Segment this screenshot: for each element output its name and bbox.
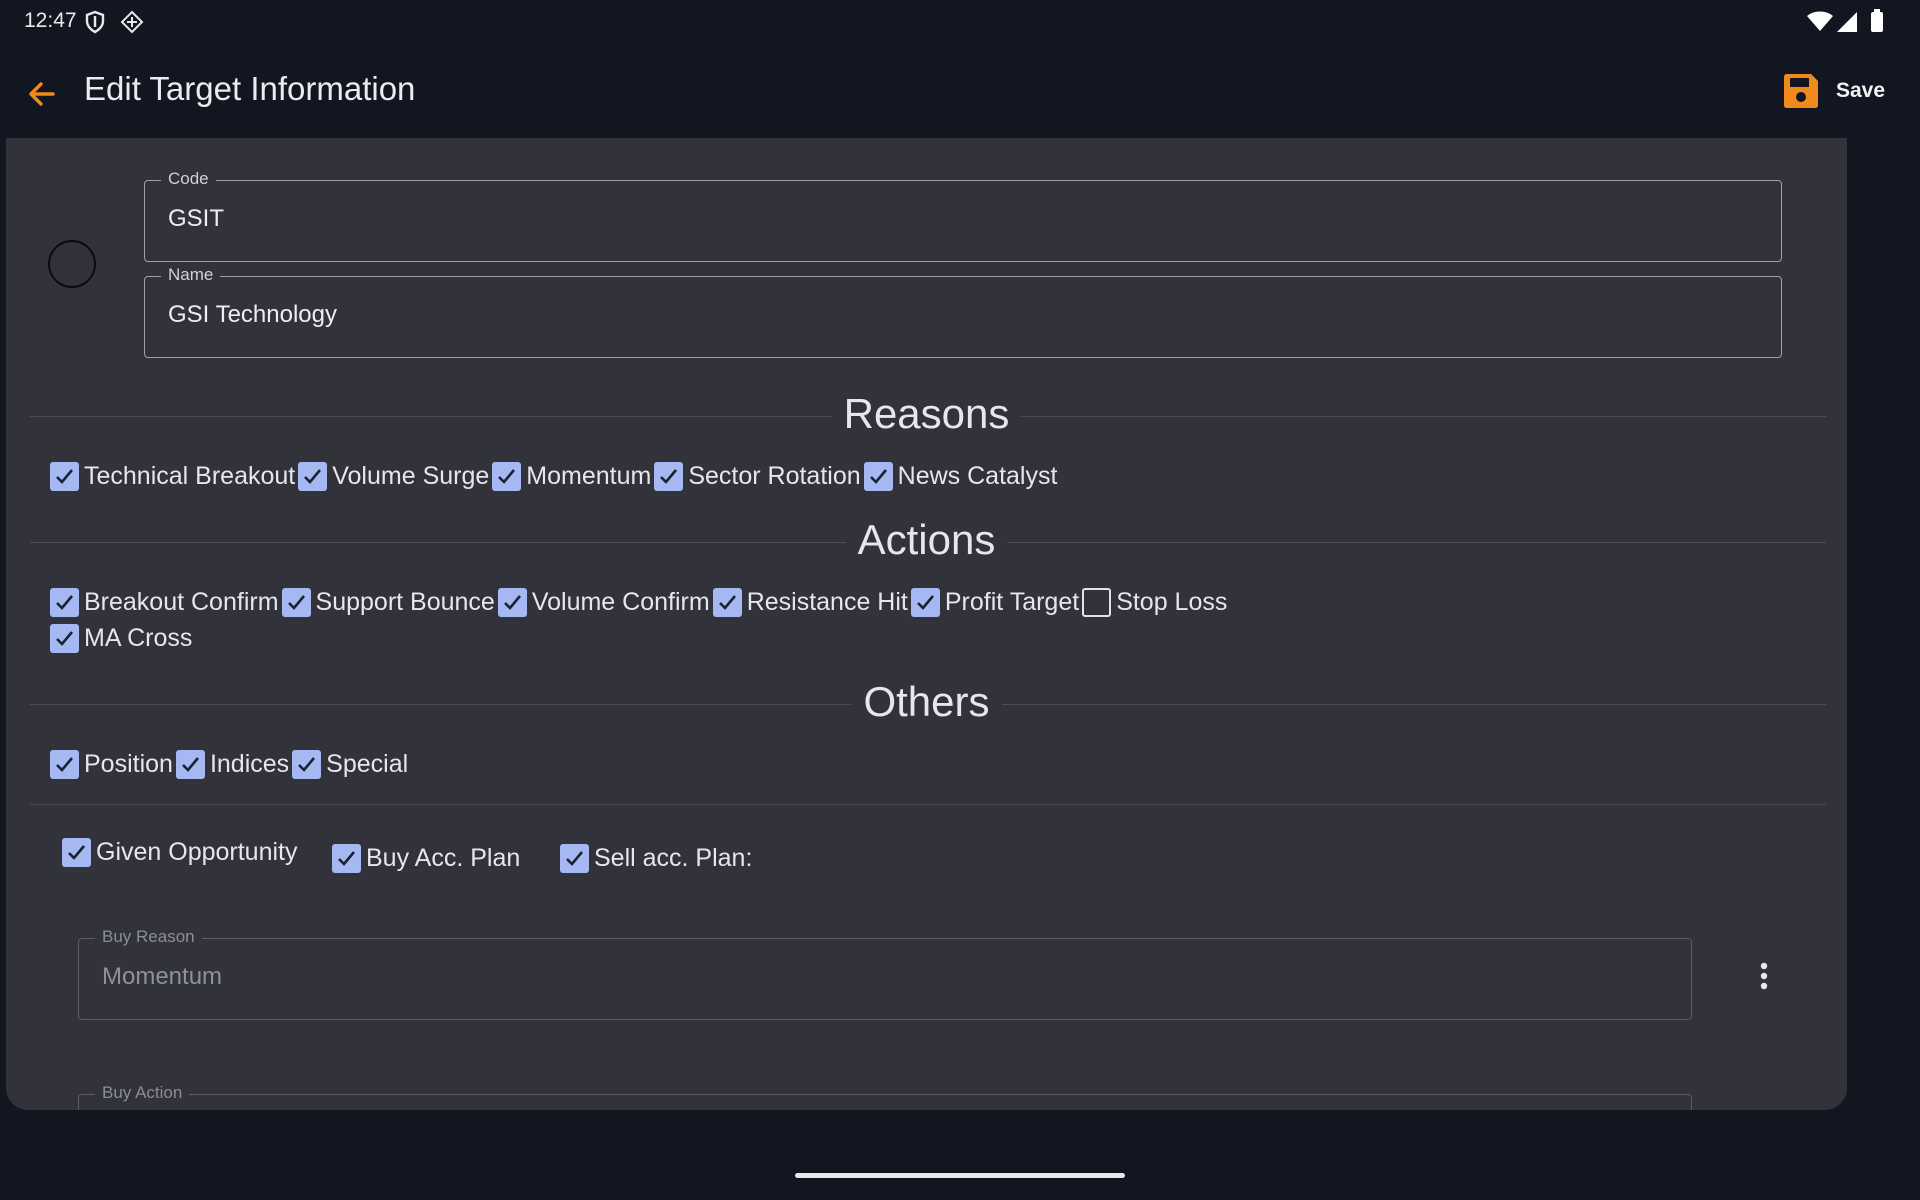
checkbox-label: Profit Target [944, 588, 1080, 616]
checkbox-indices[interactable]: Indices [175, 750, 290, 779]
checkbox-label: MA Cross [84, 624, 193, 652]
buy-reason-field[interactable]: Buy Reason Momentum [78, 927, 1692, 1020]
checkbox-profit-target[interactable]: Profit Target [910, 588, 1080, 617]
back-button[interactable] [22, 74, 62, 114]
checkbox-label: Support Bounce [315, 588, 495, 616]
checkbox-label: Breakout Confirm [84, 588, 279, 616]
actions-row-2: MA Cross [50, 624, 195, 653]
divider [30, 804, 1826, 805]
buy-action-field[interactable]: Buy Action [78, 1083, 1692, 1110]
checkbox-label: Volume Confirm [531, 588, 710, 616]
checkbox-checked-icon [50, 462, 79, 491]
avatar[interactable] [48, 240, 96, 288]
actions-row: Breakout Confirm Support Bounce Volume C… [50, 588, 1230, 617]
reasons-heading: Reasons [6, 390, 1847, 438]
code-label: Code [161, 169, 216, 189]
checkbox-checked-icon [62, 838, 91, 867]
wifi-icon [1806, 11, 1834, 38]
signal-icon [1836, 11, 1858, 38]
checkbox-volume-confirm[interactable]: Volume Confirm [497, 588, 710, 617]
home-indicator[interactable] [795, 1173, 1125, 1178]
checkbox-checked-icon [497, 588, 527, 617]
checkbox-volume-surge[interactable]: Volume Surge [298, 462, 489, 491]
arrow-back-icon [29, 82, 55, 106]
checkbox-label: Position [84, 750, 173, 778]
checkbox-label: Momentum [526, 462, 652, 490]
checkbox-momentum[interactable]: Momentum [492, 462, 651, 491]
name-field[interactable]: Name GSI Technology [144, 265, 1782, 358]
others-heading: Others [6, 678, 1847, 726]
page-title: Edit Target Information [84, 70, 416, 107]
code-field[interactable]: Code GSIT [144, 169, 1782, 262]
status-time: 12:47 [24, 9, 77, 32]
name-value: GSI Technology [168, 301, 337, 328]
buy-reason-label: Buy Reason [95, 927, 202, 947]
plans-row: Buy Acc. Plan [332, 844, 523, 873]
checkbox-label: News Catalyst [897, 462, 1058, 490]
checkbox-checked-icon [332, 844, 361, 873]
checkbox-checked-icon [298, 462, 328, 491]
form-card: Code GSIT Name GSI Technology Reasons Te… [6, 138, 1847, 1110]
battery-icon [1870, 9, 1884, 38]
checkbox-label: Stop Loss [1116, 588, 1228, 616]
checkbox-label: Special [326, 750, 409, 778]
checkbox-checked-icon [50, 588, 79, 617]
checkbox-checked-icon [50, 624, 79, 653]
checkbox-label: Sector Rotation [688, 462, 861, 490]
checkbox-label: Sell acc. Plan: [594, 844, 753, 872]
checkbox-label: Buy Acc. Plan [366, 844, 521, 872]
checkbox-ma-cross[interactable]: MA Cross [50, 624, 192, 653]
reasons-row: Technical Breakout Volume Surge Momentum… [50, 462, 1060, 491]
more-vert-icon [1760, 962, 1768, 990]
actions-heading: Actions [6, 516, 1847, 564]
checkbox-label: Given Opportunity [96, 838, 298, 866]
checkbox-checked-icon [910, 588, 940, 617]
buy-action-label: Buy Action [95, 1083, 190, 1103]
name-label: Name [161, 265, 221, 285]
checkbox-checked-icon [712, 588, 742, 617]
checkbox-breakout-confirm[interactable]: Breakout Confirm [50, 588, 279, 617]
checkbox-given-opportunity[interactable]: Given Opportunity [62, 838, 298, 867]
checkbox-stop-loss[interactable]: Stop Loss [1082, 588, 1227, 617]
checkbox-technical-breakout[interactable]: Technical Breakout [50, 462, 295, 491]
others-row: Position Indices Special [50, 750, 411, 779]
checkbox-checked-icon [492, 462, 522, 491]
checkbox-checked-icon [292, 750, 322, 779]
buy-reason-value: Momentum [102, 963, 223, 990]
checkbox-checked-icon [50, 750, 79, 779]
checkbox-resistance-hit[interactable]: Resistance Hit [712, 588, 908, 617]
checkbox-position[interactable]: Position [50, 750, 173, 779]
app-bar: Edit Target Information Save [0, 44, 1920, 138]
save-icon [1784, 74, 1818, 108]
shield-icon [84, 10, 106, 39]
checkbox-news-catalyst[interactable]: News Catalyst [863, 462, 1058, 491]
checkbox-checked-icon [281, 588, 311, 617]
checkbox-buy-acc-plan[interactable]: Buy Acc. Plan [332, 844, 520, 873]
checkbox-checked-icon [175, 750, 205, 779]
checkbox-special[interactable]: Special [292, 750, 408, 779]
checkbox-label: Technical Breakout [84, 462, 296, 490]
checkbox-label: Indices [209, 750, 290, 778]
save-label: Save [1836, 79, 1886, 102]
code-value: GSIT [168, 205, 225, 232]
checkbox-checked-icon [560, 844, 589, 873]
save-button[interactable]: Save [1782, 68, 1885, 114]
checkbox-support-bounce[interactable]: Support Bounce [281, 588, 495, 617]
checkbox-sector-rotation[interactable]: Sector Rotation [654, 462, 861, 491]
checkbox-checked-icon [863, 462, 893, 491]
more-options-button[interactable] [1746, 952, 1782, 1000]
plans-row: Given Opportunity [62, 838, 301, 867]
checkbox-label: Resistance Hit [746, 588, 908, 616]
app-notification-icon [120, 10, 144, 39]
status-bar: 12:47 [0, 0, 1920, 44]
checkbox-checked-icon [654, 462, 684, 491]
plans-row: Sell acc. Plan: [560, 844, 755, 873]
checkbox-sell-acc-plan[interactable]: Sell acc. Plan: [560, 844, 752, 873]
checkbox-unchecked-icon [1082, 588, 1112, 617]
checkbox-label: Volume Surge [332, 462, 490, 490]
